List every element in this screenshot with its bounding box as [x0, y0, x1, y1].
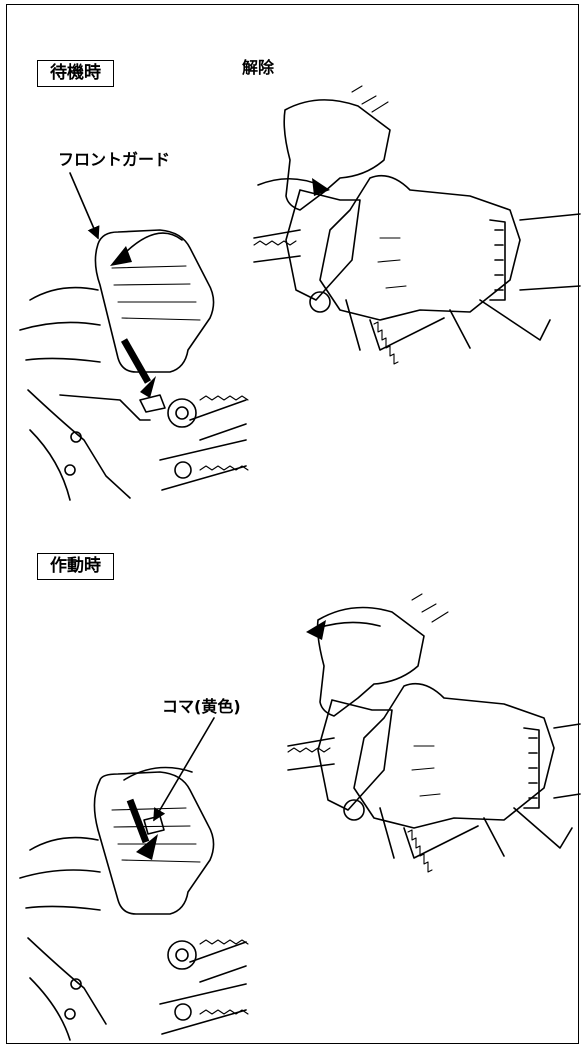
guard-engage-arrow — [123, 766, 193, 781]
stopper-callout: コマ(黄色) — [162, 697, 241, 716]
standby-label: 待機時 — [37, 60, 114, 87]
release-motion-arrow — [312, 178, 330, 196]
front-guard-callout: フロントガード — [58, 150, 171, 169]
release-label: 解除 — [242, 58, 275, 77]
release-hands-drawing — [253, 85, 581, 365]
active-hands-drawing — [287, 593, 581, 873]
standby-saw-drawing — [19, 172, 249, 501]
figure-frame — [6, 4, 579, 1044]
push-down-arrow — [140, 376, 156, 398]
active-label: 作動時 — [37, 553, 114, 580]
front-guard-pointer — [69, 172, 100, 240]
push-down-arrow-2 — [136, 834, 158, 860]
guard-rotate-arrow — [119, 232, 183, 259]
active-motion-arrow — [306, 620, 326, 640]
active-saw-drawing — [19, 717, 249, 1041]
